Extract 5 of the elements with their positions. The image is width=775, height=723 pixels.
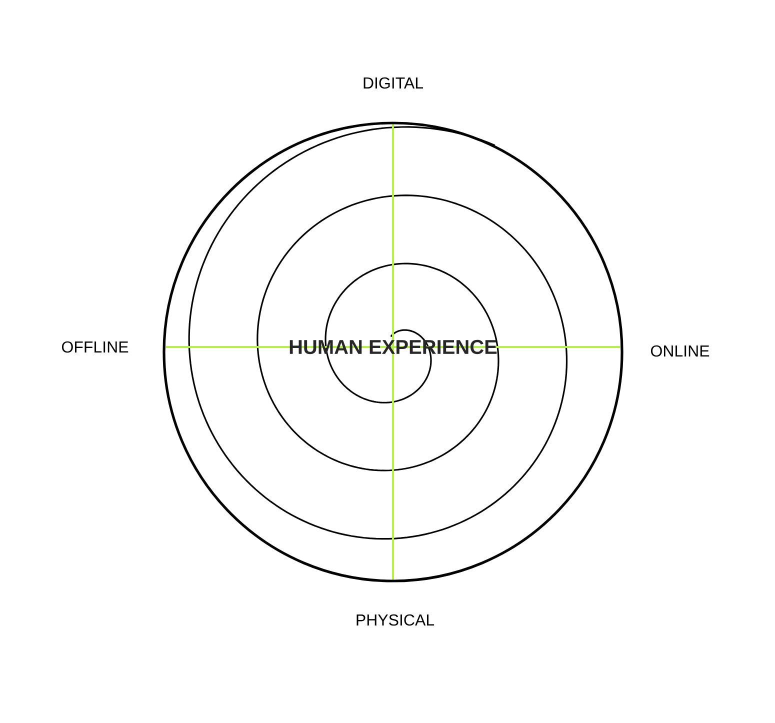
outer-circle: [162, 122, 624, 582]
axis-label: PHYSICAL: [356, 614, 434, 626]
axis-label: OFFLINE: [62, 341, 128, 353]
axis-label: ONLINE: [650, 345, 710, 357]
axis-label: DIGITAL: [364, 77, 423, 89]
